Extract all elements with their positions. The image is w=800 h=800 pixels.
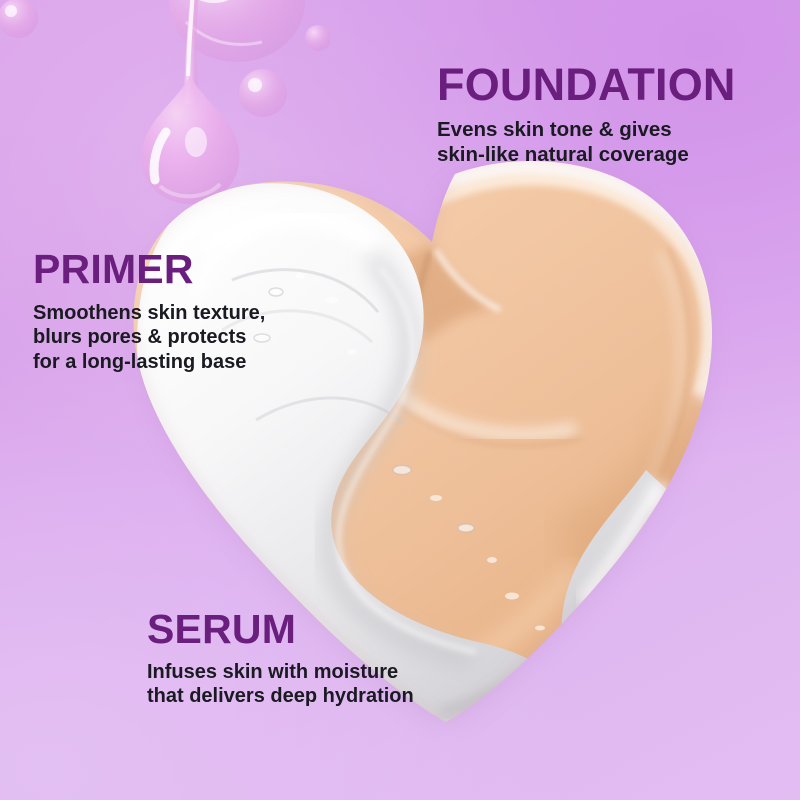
primer-title: PRIMER	[33, 246, 194, 292]
primer-bubbles	[254, 273, 545, 631]
foundation-description: Evens skin tone & gives skin-like natura…	[437, 118, 689, 166]
serum-droplet	[0, 0, 330, 204]
primer-description: Smoothens skin texture, blurs pores & pr…	[33, 302, 266, 373]
foundation-title: FOUNDATION	[437, 59, 736, 110]
callout-foundation: FOUNDATION Evens skin tone & gives skin-…	[437, 62, 736, 167]
callout-serum: SERUM Infuses skin with moisture that de…	[147, 609, 414, 709]
serum-title: SERUM	[147, 606, 297, 652]
serum-description: Infuses skin with moisture that delivers…	[147, 661, 414, 708]
callout-primer: PRIMER Smoothens skin texture, blurs por…	[33, 249, 265, 374]
